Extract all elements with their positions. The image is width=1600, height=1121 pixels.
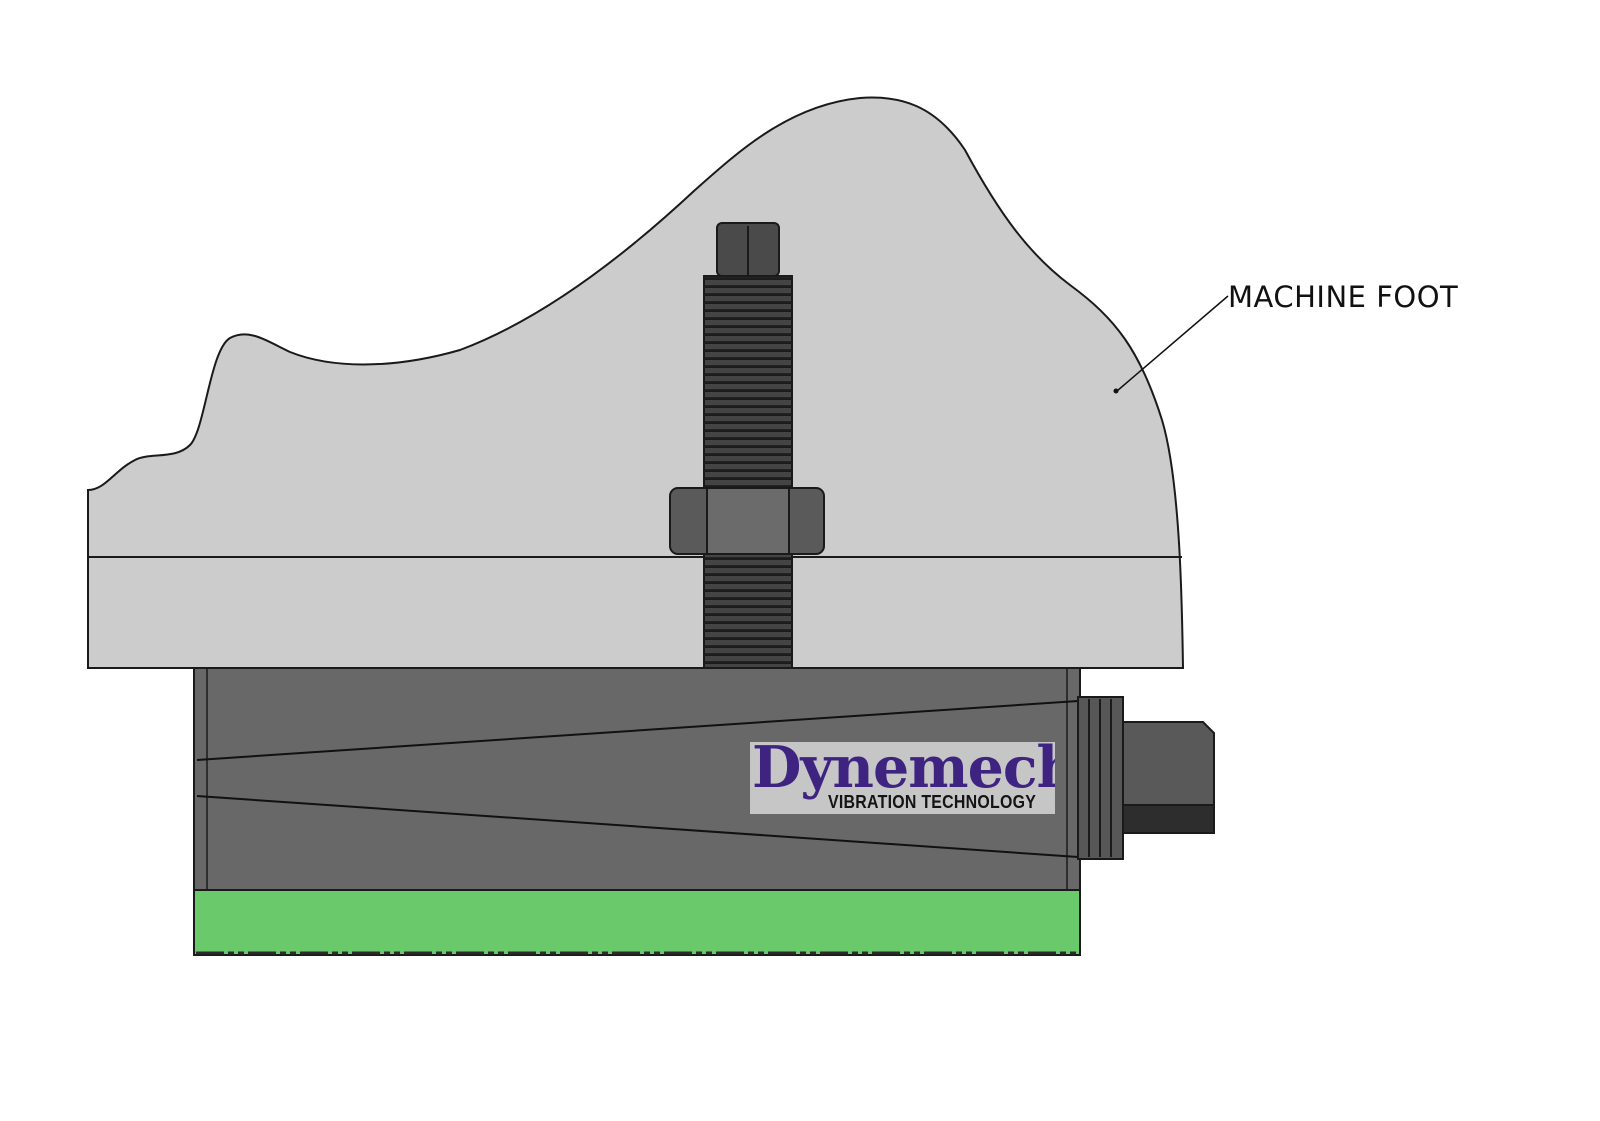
logo-tagline: VIBRATION TECHNOLOGY bbox=[828, 791, 1037, 812]
hex-lock-nut bbox=[669, 487, 825, 555]
machine-foot bbox=[87, 96, 1185, 669]
collar-grooves bbox=[1088, 699, 1112, 857]
machine-foot-label: MACHINE FOOT bbox=[1228, 280, 1459, 314]
wedge-line-upper bbox=[196, 700, 1079, 761]
wedge-line-lower bbox=[196, 795, 1079, 858]
threaded-bolt bbox=[703, 275, 793, 669]
dynemech-logo: Dynemech VIBRATION TECHNOLOGY bbox=[750, 742, 1055, 814]
logo-wordmark: Dynemech bbox=[752, 742, 1055, 801]
callout-leader-line bbox=[1116, 295, 1229, 392]
callout-dot bbox=[1113, 388, 1119, 394]
anti-vibration-pad bbox=[193, 889, 1081, 956]
adjustment-hex-head bbox=[1122, 721, 1215, 834]
